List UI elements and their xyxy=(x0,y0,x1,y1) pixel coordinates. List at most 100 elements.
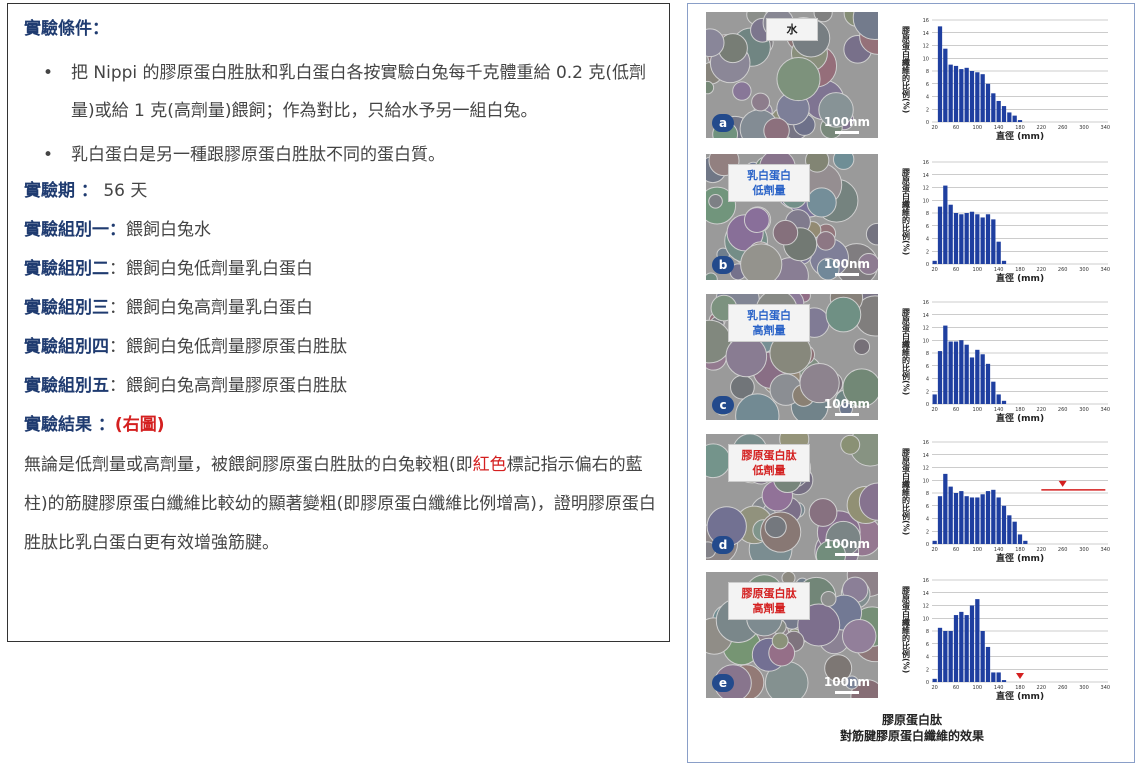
histogram-bar xyxy=(959,491,964,544)
experiment-text-box: 實驗條件： • 把 Nippi 的膠原蛋白胜肽和乳白蛋白各按實驗白兔每千克體重給… xyxy=(7,3,670,642)
histogram-bar xyxy=(964,67,969,122)
x-tick-label: 100 xyxy=(973,267,983,273)
histogram-bar xyxy=(959,69,964,122)
result-row: 實驗結果 ：(右圖) xyxy=(24,414,653,436)
x-tick-label: 20 xyxy=(931,267,937,273)
y-tick-label: 4 xyxy=(926,237,929,243)
result-text-1: 無論是低劑量或高劑量，被餵飼膠原蛋白胜肽的白兔較粗(即 xyxy=(24,455,473,475)
y-tick-label: 14 xyxy=(923,31,929,37)
condition-text-1: 把 Nippi 的膠原蛋白胜肽和乳白蛋白各按實驗白兔每千克體重給 0.2 克(低… xyxy=(71,63,647,121)
scale-bar: 100nm xyxy=(824,675,870,694)
x-tick-label: 300 xyxy=(1079,267,1089,273)
group-value: 餵飼白兔水 xyxy=(126,220,211,240)
histogram-bar xyxy=(948,341,953,404)
y-axis-label: 膠原蛋白纖維的比例(%) xyxy=(902,585,911,673)
histogram-bar xyxy=(980,217,985,264)
histogram-bar xyxy=(975,214,980,264)
x-tick-label: 20 xyxy=(931,685,937,691)
x-tick-label: 100 xyxy=(973,407,983,413)
histogram-bar xyxy=(948,486,953,544)
group-tag-line: 低劑量 xyxy=(752,464,786,477)
y-tick-label: 6 xyxy=(926,504,929,510)
micrograph-image: 膠原蛋白肽高劑量 e 100nm xyxy=(706,572,878,698)
histogram-bar xyxy=(948,204,953,264)
histogram-bar xyxy=(996,497,1001,544)
x-tick-label: 100 xyxy=(973,685,983,691)
histogram-bar xyxy=(991,219,996,264)
group-value: ：餵飼白兔低劑量乳白蛋白 xyxy=(109,259,313,279)
histogram-bar xyxy=(969,211,975,264)
x-tick-label: 260 xyxy=(1058,547,1068,553)
histogram-bar xyxy=(975,599,980,682)
histogram-bar xyxy=(1017,534,1023,544)
histogram-bar xyxy=(964,496,969,544)
list-item: • 乳白蛋白是另一種跟膠原蛋白胜肽不同的蛋白質。 xyxy=(24,136,653,174)
histogram-bar xyxy=(969,605,975,682)
result-text-2: 標記指示偏右的藍柱)的筋腱膠原蛋白纖維比較幼的顯著變粗(即膠原蛋白纖維比例增高)… xyxy=(24,455,656,553)
histogram-bar xyxy=(991,381,996,404)
x-tick-label: 260 xyxy=(1058,125,1068,131)
y-tick-label: 6 xyxy=(926,82,929,88)
group-tag-line: 高劑量 xyxy=(752,324,786,337)
histogram-bar xyxy=(937,26,943,122)
y-tick-label: 14 xyxy=(923,313,929,319)
y-tick-label: 6 xyxy=(926,364,929,370)
histogram-bar xyxy=(1001,106,1007,122)
x-tick-label: 140 xyxy=(994,547,1004,553)
histogram-bar xyxy=(985,214,991,264)
histogram-bar xyxy=(1001,400,1007,404)
x-tick-label: 300 xyxy=(1079,125,1089,131)
histogram-bar xyxy=(1001,260,1007,264)
x-tick-label: 140 xyxy=(994,685,1004,691)
y-tick-label: 12 xyxy=(923,604,929,610)
group-row: 實驗組別四：餵飼白兔低劑量膠原蛋白胜肽 xyxy=(24,336,653,358)
x-tick-label: 260 xyxy=(1058,407,1068,413)
y-tick-label: 10 xyxy=(923,616,929,622)
x-tick-label: 180 xyxy=(1015,407,1025,413)
histogram-bar xyxy=(959,611,964,682)
histogram-bar xyxy=(975,349,980,404)
y-tick-label: 10 xyxy=(923,478,929,484)
histogram-bar xyxy=(953,213,959,264)
period-label: 實驗期 ： xyxy=(24,181,98,201)
result-text-red: 紅色 xyxy=(472,455,507,475)
scale-label: 100nm xyxy=(823,537,870,551)
group-tag-line: 低劑量 xyxy=(752,184,786,197)
x-tick-label: 260 xyxy=(1058,267,1068,273)
caption-line-1: 膠原蛋白肽 xyxy=(881,713,942,727)
x-tick-label: 180 xyxy=(1015,267,1025,273)
x-tick-label: 220 xyxy=(1037,267,1047,273)
x-tick-label: 60 xyxy=(953,125,959,131)
group-tag-line: 乳白蛋白 xyxy=(747,309,791,322)
group-tag: 膠原蛋白肽高劑量 xyxy=(728,582,810,620)
y-tick-label: 2 xyxy=(926,529,929,535)
histogram-bar xyxy=(980,631,985,682)
histogram-bar xyxy=(937,627,943,682)
x-tick-label: 220 xyxy=(1037,125,1047,131)
x-tick-label: 220 xyxy=(1037,685,1047,691)
group-tag-line: 膠原蛋白肽 xyxy=(741,449,797,462)
panel-letter-badge: e xyxy=(712,674,734,692)
y-tick-label: 16 xyxy=(923,440,929,446)
histogram-bar xyxy=(953,493,959,544)
x-tick-label: 340 xyxy=(1101,685,1111,691)
x-tick-label: 100 xyxy=(973,547,983,553)
x-tick-label: 140 xyxy=(994,407,1004,413)
conditions-list: • 把 Nippi 的膠原蛋白胜肽和乳白蛋白各按實驗白兔每千克體重給 0.2 克… xyxy=(24,54,653,174)
x-axis-label: 直徑 (mm) xyxy=(996,690,1044,702)
panel-letter-badge: a xyxy=(712,114,734,132)
histogram-bar xyxy=(932,260,937,264)
x-tick-label: 20 xyxy=(931,407,937,413)
y-tick-label: 4 xyxy=(926,377,929,383)
histogram-bar xyxy=(937,206,943,264)
histogram-bar xyxy=(953,65,959,122)
histogram-bar xyxy=(975,72,980,122)
y-tick-label: 0 xyxy=(926,402,929,408)
x-tick-label: 300 xyxy=(1079,547,1089,553)
x-tick-label: 180 xyxy=(1015,125,1025,131)
